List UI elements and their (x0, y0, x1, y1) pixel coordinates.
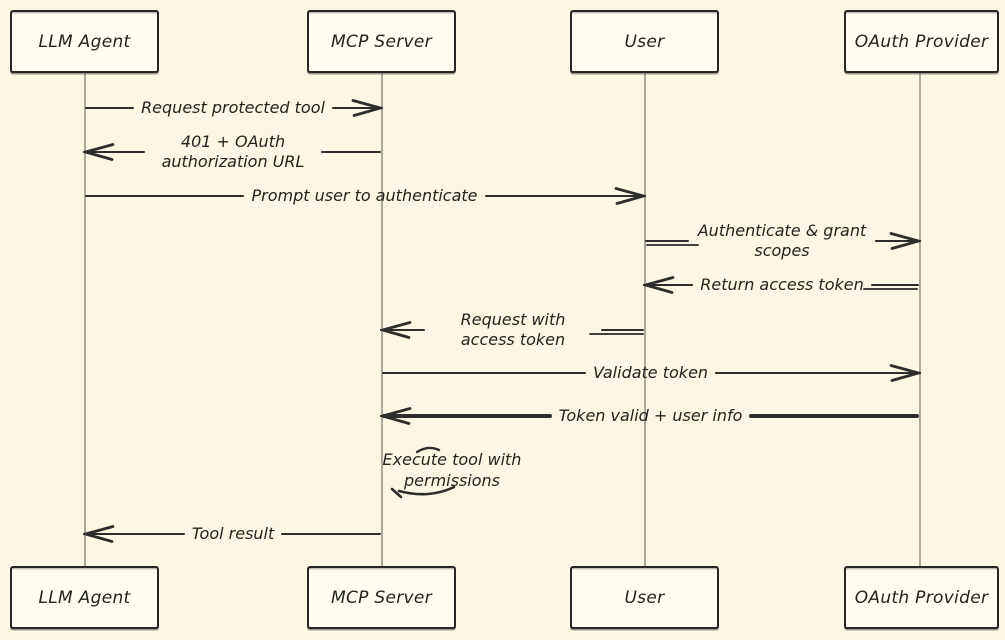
message-line (715, 371, 919, 375)
message-line (870, 283, 919, 287)
arrowhead-left-icon (83, 525, 115, 543)
arrowhead-right-icon (889, 364, 921, 382)
arrowhead-right-icon (614, 187, 646, 205)
actor-bottom-user: User (570, 566, 719, 629)
actor-label: OAuth Provider (854, 587, 989, 608)
arrowhead-left-icon (643, 276, 675, 294)
arrowhead-left-icon (380, 407, 412, 425)
message-label: Request protected tool (141, 97, 325, 117)
lifeline-llm-agent (84, 73, 86, 566)
message-line (85, 194, 245, 198)
arrowhead-right-icon (351, 99, 383, 117)
message-label: Request with access token (460, 309, 566, 349)
message-line (281, 532, 381, 536)
actor-label: MCP Server (331, 31, 432, 52)
message-label: Prompt user to authenticate (251, 185, 478, 205)
actor-label: User (624, 31, 665, 52)
message-label: Tool result (191, 523, 275, 543)
sketch-stroke (589, 333, 644, 336)
message-line (484, 194, 644, 198)
message-line (331, 106, 382, 110)
actor-label: LLM Agent (38, 587, 131, 608)
actor-bottom-mcp-server: MCP Server (307, 566, 456, 629)
lifeline-mcp-server (381, 73, 383, 566)
actor-top-mcp-server: MCP Server (307, 10, 456, 73)
message-line (875, 239, 919, 243)
message-line (382, 414, 552, 418)
message-label: Validate token (592, 362, 709, 382)
actor-bottom-oauth-provider: OAuth Provider (844, 566, 999, 629)
message-line (749, 414, 919, 418)
message-line (645, 283, 694, 287)
actor-top-user: User (570, 10, 719, 73)
message-label: 401 + OAuth authorization URL (161, 131, 305, 171)
message-label: Authenticate & grant scopes (697, 220, 867, 260)
arrowhead-right-icon (889, 232, 921, 250)
actor-label: OAuth Provider (854, 31, 989, 52)
arrowhead-left-icon (83, 143, 115, 161)
message-line (85, 106, 135, 110)
sketch-stroke (646, 244, 699, 247)
sketch-stroke (863, 288, 918, 291)
actor-label: MCP Server (331, 587, 432, 608)
message-label: Execute tool with permissions (382, 450, 522, 490)
message-line (85, 532, 185, 536)
actor-top-oauth-provider: OAuth Provider (844, 10, 999, 73)
message-label: Return access token (700, 274, 864, 294)
message-line (645, 239, 689, 243)
lifeline-user (644, 73, 646, 566)
message-line (382, 371, 586, 375)
message-execute-tool-with-permissions: Execute tool with permissions (377, 450, 527, 492)
arrowhead-left-icon (380, 321, 412, 339)
message-line (382, 328, 425, 332)
lifeline-oauth-provider (919, 73, 921, 566)
actor-top-llm-agent: LLM Agent (10, 10, 159, 73)
message-line (85, 150, 145, 154)
message-label: Token valid + user info (558, 405, 743, 425)
message-line (601, 328, 644, 332)
actor-bottom-llm-agent: LLM Agent (10, 566, 159, 629)
message-line (321, 150, 381, 154)
actor-label: User (624, 587, 665, 608)
actor-label: LLM Agent (38, 31, 131, 52)
